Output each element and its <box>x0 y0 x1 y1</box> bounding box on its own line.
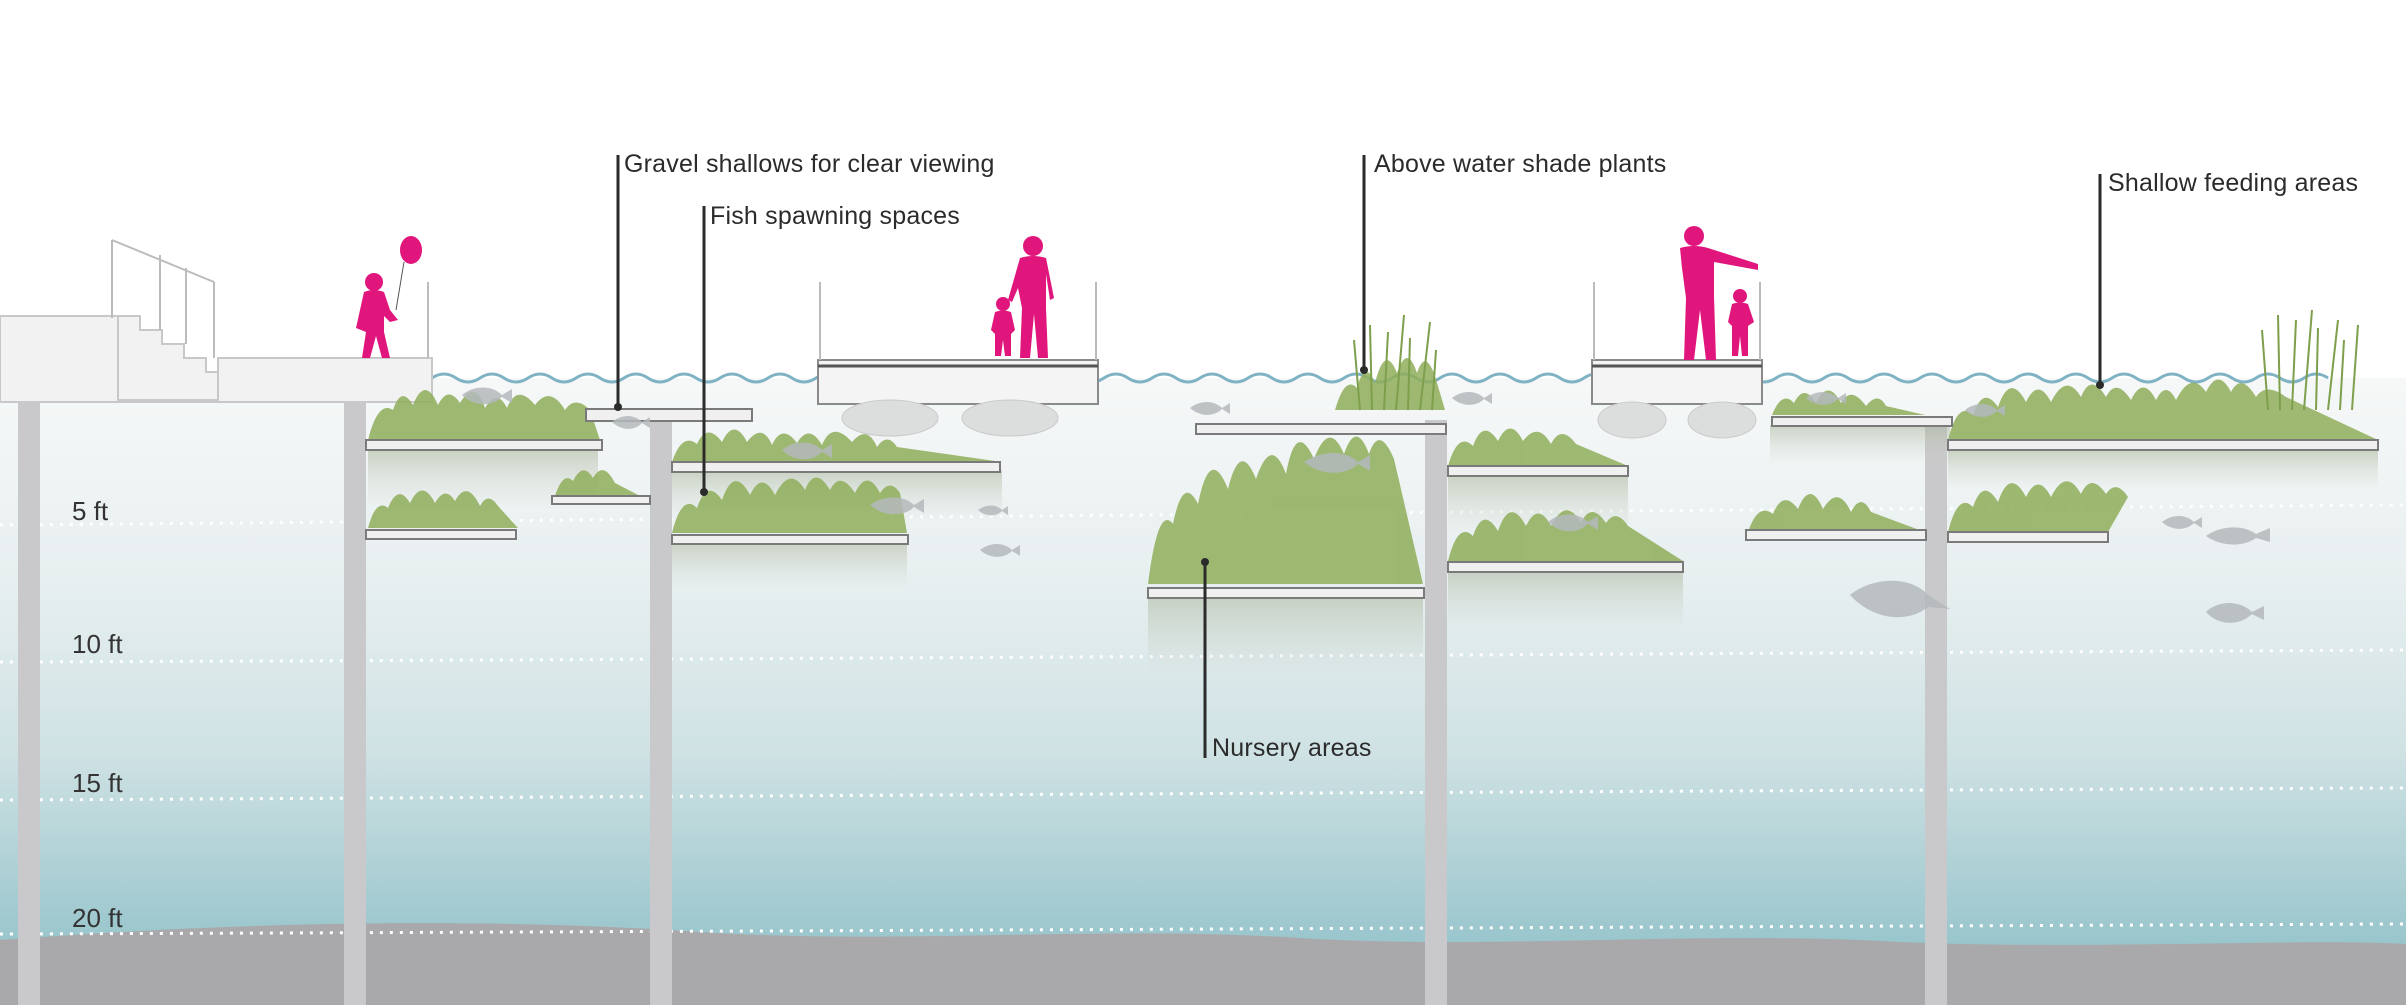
fish <box>462 387 512 405</box>
pointing-adult-and-child-figure <box>1680 226 1758 360</box>
floating-wetlands <box>365 309 2379 675</box>
fish <box>1850 580 1950 618</box>
depth-lines <box>0 503 2406 936</box>
fish <box>1190 402 1230 415</box>
pile <box>1425 420 1447 1005</box>
callout-leader-lines <box>616 155 2102 758</box>
pile <box>344 402 366 1005</box>
pile <box>1925 418 1947 1005</box>
fish <box>978 505 1008 516</box>
leader-dot <box>614 403 622 411</box>
child-with-balloon-figure <box>356 236 422 358</box>
leader-dot <box>1201 558 1209 566</box>
depth-line-15ft <box>0 786 2406 802</box>
callout-fish-spawning: Fish spawning spaces <box>710 202 960 230</box>
fish <box>2206 603 2264 623</box>
pile <box>18 402 40 1005</box>
pile <box>650 410 672 1005</box>
depth-label-20ft: 20 ft <box>72 903 123 933</box>
viewing-deck <box>817 282 1099 437</box>
callout-nursery-areas: Nursery areas <box>1212 734 1372 762</box>
fish <box>1452 392 1492 405</box>
fish <box>1548 514 1598 532</box>
callout-feeding-areas: Shallow feeding areas <box>2108 169 2359 197</box>
fish <box>782 442 832 460</box>
fish <box>870 497 924 515</box>
shore-steps <box>0 315 433 403</box>
depth-label-15ft: 15 ft <box>72 768 123 798</box>
leader-dot <box>1360 366 1368 374</box>
depth-line-20ft <box>0 922 2406 936</box>
viewing-deck <box>1591 282 1763 439</box>
fish-group <box>462 387 2270 623</box>
fish <box>980 544 1020 557</box>
fish <box>2162 516 2202 529</box>
fish <box>2206 527 2270 545</box>
shore-railing <box>111 239 429 358</box>
depth-label-10ft: 10 ft <box>72 629 123 659</box>
fish <box>1304 453 1370 473</box>
adult-and-child-figure <box>991 236 1054 358</box>
fish <box>1806 392 1846 405</box>
seabed <box>0 923 2406 1005</box>
fish <box>1965 404 2005 417</box>
leader-dot <box>2096 381 2104 389</box>
depth-line-5ft <box>0 503 2406 527</box>
depth-label-5ft: 5 ft <box>72 496 109 526</box>
pile-columns <box>18 402 1947 1005</box>
leader-dot <box>700 488 708 496</box>
fish <box>612 416 650 429</box>
people-figures <box>356 226 1758 360</box>
callout-shade-plants: Above water shade plants <box>1374 150 1667 178</box>
depth-line-10ft <box>0 648 2406 664</box>
callout-gravel-shallows: Gravel shallows for clear viewing <box>624 150 995 178</box>
callout-dots <box>614 366 2104 566</box>
